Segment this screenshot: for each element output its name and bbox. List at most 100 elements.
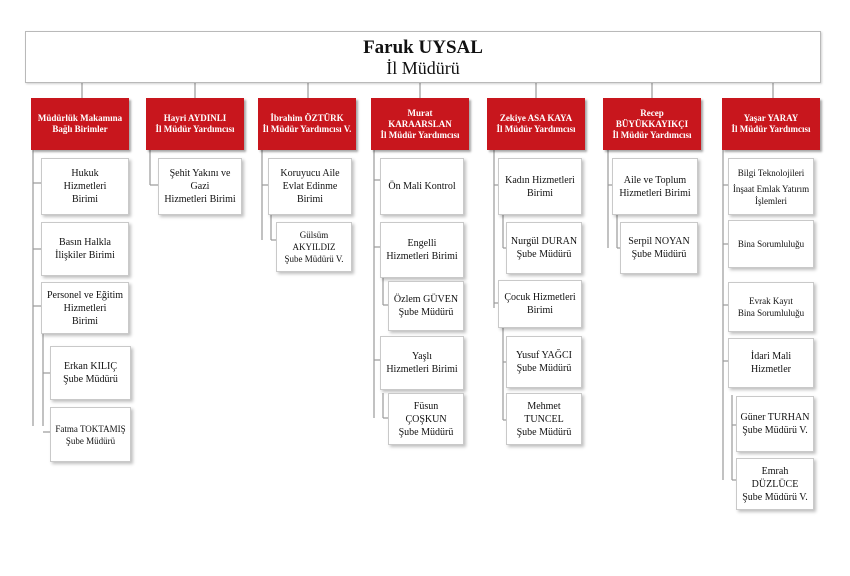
unit-line: Hizmetleri Birimi bbox=[164, 194, 236, 205]
unit-line: TUNCEL bbox=[524, 413, 564, 425]
head-line: Bağlı Birimler bbox=[52, 124, 108, 134]
unit-line: Güner TURHAN bbox=[740, 412, 810, 423]
unit-line: Evlat Edinme bbox=[282, 181, 338, 192]
head-line: İl Müdür Yardımcısı bbox=[731, 124, 811, 134]
unit-box: Engelli Hizmetleri Birimi bbox=[380, 222, 464, 278]
manager-box: Özlem GÜVEN Şube Müdürü bbox=[388, 281, 464, 331]
head-line: İl Müdür Yardımcısı V. bbox=[262, 124, 352, 134]
unit-box: Kadın Hizmetleri Birimi bbox=[498, 158, 582, 215]
unit-line: Şehit Yakını ve bbox=[169, 168, 231, 179]
unit-box: Bina Sorumluluğu bbox=[728, 220, 814, 268]
director-name: Faruk UYSAL bbox=[363, 37, 483, 58]
unit-line: Nurgül DURAN bbox=[510, 236, 578, 247]
unit-line: Yaşlı bbox=[411, 351, 433, 362]
unit-box: Evrak Kayıt Bina Sorumluluğu bbox=[728, 282, 814, 332]
unit-line: Şube Müdürü bbox=[631, 249, 687, 260]
unit-line: Hizmetleri Birimi bbox=[386, 364, 458, 375]
head-line: Hayri AYDINLI bbox=[163, 113, 227, 123]
head-line: İl Müdür Yardımcısı bbox=[380, 129, 460, 140]
unit-box: Çocuk Hizmetleri Birimi bbox=[498, 280, 582, 328]
unit-line: Şube Müdürü bbox=[398, 426, 454, 438]
head-line: KARAARSLAN bbox=[388, 118, 452, 129]
unit-box: Şehit Yakını ve Gazi Hizmetleri Birimi bbox=[158, 158, 242, 215]
unit-box: Ön Mali Kontrol bbox=[380, 158, 464, 215]
unit-line: Birimi bbox=[296, 194, 324, 205]
unit-line: Yusuf YAĞCI bbox=[515, 350, 573, 361]
head-line: Müdürlük Makamına bbox=[37, 113, 123, 123]
manager-box: Füsun ÇOŞKUN Şube Müdürü bbox=[388, 393, 464, 445]
head-line: İl Müdür Yardımcısı bbox=[612, 129, 692, 140]
head-line: Recep bbox=[640, 107, 664, 118]
manager-box: Yusuf YAĞCI Şube Müdürü bbox=[506, 336, 582, 388]
unit-line: Gülsüm AKYILDIZ bbox=[292, 230, 336, 252]
unit-line: Şube Müdürü V. bbox=[742, 491, 808, 503]
unit-line: Emrah DÜZLÜCE bbox=[751, 465, 799, 490]
unit-line: Birimi bbox=[71, 315, 99, 327]
unit-box: Basın Halkla İlişkiler Birimi bbox=[41, 222, 129, 276]
manager-box: Nurgül DURAN Şube Müdürü bbox=[506, 222, 582, 274]
unit-line: Engelli bbox=[407, 238, 437, 249]
unit-box: Hukuk Hizmetleri Birimi bbox=[41, 158, 129, 215]
unit-line: Hizmetleri Birimi bbox=[386, 251, 458, 262]
unit-line: Gazi bbox=[190, 181, 210, 192]
unit-line: Birimi bbox=[526, 305, 554, 316]
head-line: Zekiye ASA KAYA bbox=[499, 113, 573, 123]
unit-line: Şube Müdürü bbox=[516, 363, 572, 374]
column-head-7: Yaşar YARAY İl Müdür Yardımcısı bbox=[722, 98, 820, 150]
column-head-6: Recep BÜYÜKKAYIKÇI İl Müdür Yardımcısı bbox=[603, 98, 701, 150]
unit-box: Aile ve Toplum Hizmetleri Birimi bbox=[612, 158, 698, 215]
manager-box: Mehmet TUNCEL Şube Müdürü bbox=[506, 393, 582, 445]
unit-line: Şube Müdürü bbox=[516, 426, 572, 438]
unit-line: Hizmetleri bbox=[63, 181, 107, 192]
unit-line: Erkan KILIÇ bbox=[63, 361, 118, 372]
manager-box: Erkan KILIÇ Şube Müdürü bbox=[50, 346, 131, 400]
unit-line: Şube Müdürü V. bbox=[742, 425, 808, 436]
unit-line: Fatma TOKTAMIŞ bbox=[55, 423, 126, 434]
manager-box: Emrah DÜZLÜCE Şube Müdürü V. bbox=[736, 458, 814, 510]
unit-line: Aile ve Toplum bbox=[623, 174, 687, 186]
unit-line: Özlem GÜVEN bbox=[393, 294, 459, 305]
unit-line: Kadın Hizmetleri bbox=[505, 174, 575, 186]
unit-box: Personel ve Eğitim Hizmetleri Birimi bbox=[41, 282, 129, 334]
unit-line: İşlemleri bbox=[755, 195, 787, 206]
head-line: İl Müdür Yardımcısı bbox=[155, 124, 235, 134]
unit-line: İnşaat Emlak Yatırım bbox=[732, 183, 810, 194]
unit-line: Şube Müdürü V. bbox=[284, 254, 344, 264]
unit-line: Hizmetleri bbox=[63, 302, 107, 314]
unit-line: Füsun ÇOŞKUN bbox=[405, 400, 447, 425]
unit-line: Hizmetleri Birimi bbox=[619, 187, 691, 199]
unit-line: Mehmet bbox=[527, 400, 561, 412]
unit-box: Yaşlı Hizmetleri Birimi bbox=[380, 336, 464, 390]
unit-line: Birimi bbox=[71, 194, 99, 205]
director-title: İl Müdürü bbox=[386, 58, 460, 78]
director-box: Faruk UYSAL İl Müdürü bbox=[25, 31, 821, 83]
head-line: İl Müdür Yardımcısı bbox=[496, 124, 576, 134]
unit-line: Bina Sorumluluğu bbox=[737, 308, 805, 318]
unit-box: Bilgi Teknolojileri İnşaat Emlak Yatırım… bbox=[728, 158, 814, 215]
unit-line: Hukuk bbox=[71, 168, 99, 179]
head-line: Yaşar YARAY bbox=[743, 113, 799, 123]
unit-line: Şube Müdürü bbox=[63, 374, 118, 385]
head-line: Murat bbox=[407, 107, 433, 118]
column-head-3: İbrahim ÖZTÜRK İl Müdür Yardımcısı V. bbox=[258, 98, 356, 150]
unit-line: Bilgi Teknolojileri bbox=[737, 167, 805, 178]
unit-line: İlişkiler Birimi bbox=[55, 250, 115, 261]
unit-line: Serpil NOYAN bbox=[628, 236, 690, 247]
unit-line: Şube Müdürü bbox=[65, 435, 116, 446]
manager-box: Gülsüm AKYILDIZ Şube Müdürü V. bbox=[276, 222, 352, 272]
unit-line: Birimi bbox=[526, 187, 554, 199]
unit-line: Bina Sorumluluğu bbox=[737, 239, 805, 249]
unit-line: Çocuk Hizmetleri bbox=[504, 292, 576, 303]
manager-box: Güner TURHAN Şube Müdürü V. bbox=[736, 396, 814, 452]
unit-line: Basın Halkla bbox=[59, 237, 111, 248]
unit-line: Koruyucu Aile bbox=[280, 168, 340, 179]
unit-line: İdari Mali bbox=[750, 351, 792, 362]
column-head-4: Murat KARAARSLAN İl Müdür Yardımcısı bbox=[371, 98, 469, 150]
unit-box: Koruyucu Aile Evlat Edinme Birimi bbox=[268, 158, 352, 215]
unit-line: Şube Müdürü bbox=[516, 249, 572, 260]
unit-line: Şube Müdürü bbox=[398, 307, 454, 318]
manager-box: Serpil NOYAN Şube Müdürü bbox=[620, 222, 698, 274]
unit-line: Evrak Kayıt bbox=[749, 296, 793, 306]
unit-box: İdari Mali Hizmetler bbox=[728, 338, 814, 388]
